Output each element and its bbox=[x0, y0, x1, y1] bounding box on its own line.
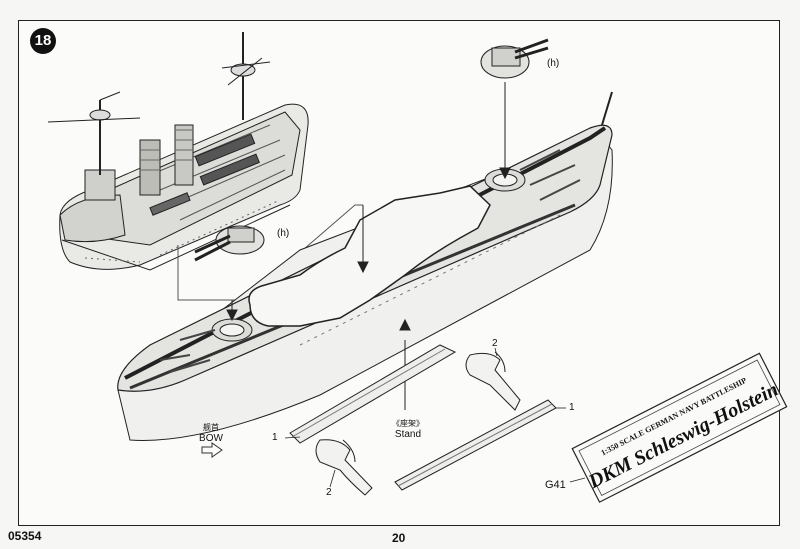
step-number-badge: 18 bbox=[30, 28, 56, 54]
bow-label: 舰首 BOW bbox=[196, 422, 226, 444]
main-hull-view bbox=[117, 91, 613, 458]
callout-part-2-top: 2 bbox=[492, 338, 498, 349]
page-number: 20 bbox=[392, 531, 406, 545]
bow-label-en: BOW bbox=[199, 433, 223, 444]
callout-part-g41: G41 bbox=[545, 479, 566, 491]
name-plate-g41: 1:350 SCALE GERMAN NAVY BATTLESHIP DKM S… bbox=[571, 352, 788, 503]
callout-part-2-bottom: 2 bbox=[326, 487, 332, 498]
callout-part-1-left: 1 bbox=[272, 432, 278, 443]
stand-parts bbox=[284, 344, 586, 496]
product-code: 05354 bbox=[8, 529, 42, 543]
callout-part-1-right: 1 bbox=[569, 402, 575, 413]
stand-label: 《座架》 Stand bbox=[388, 418, 428, 440]
bow-label-cn: 舰首 bbox=[203, 423, 219, 432]
callout-h-mid: (h) bbox=[277, 228, 290, 239]
superstructure-view bbox=[47, 32, 309, 271]
turret-h-top bbox=[480, 38, 549, 175]
callout-h-top: (h) bbox=[547, 58, 560, 69]
turret-h-mid bbox=[177, 204, 363, 301]
stand-label-cn: 《座架》 bbox=[392, 419, 424, 428]
stand-label-en: Stand bbox=[394, 429, 422, 440]
